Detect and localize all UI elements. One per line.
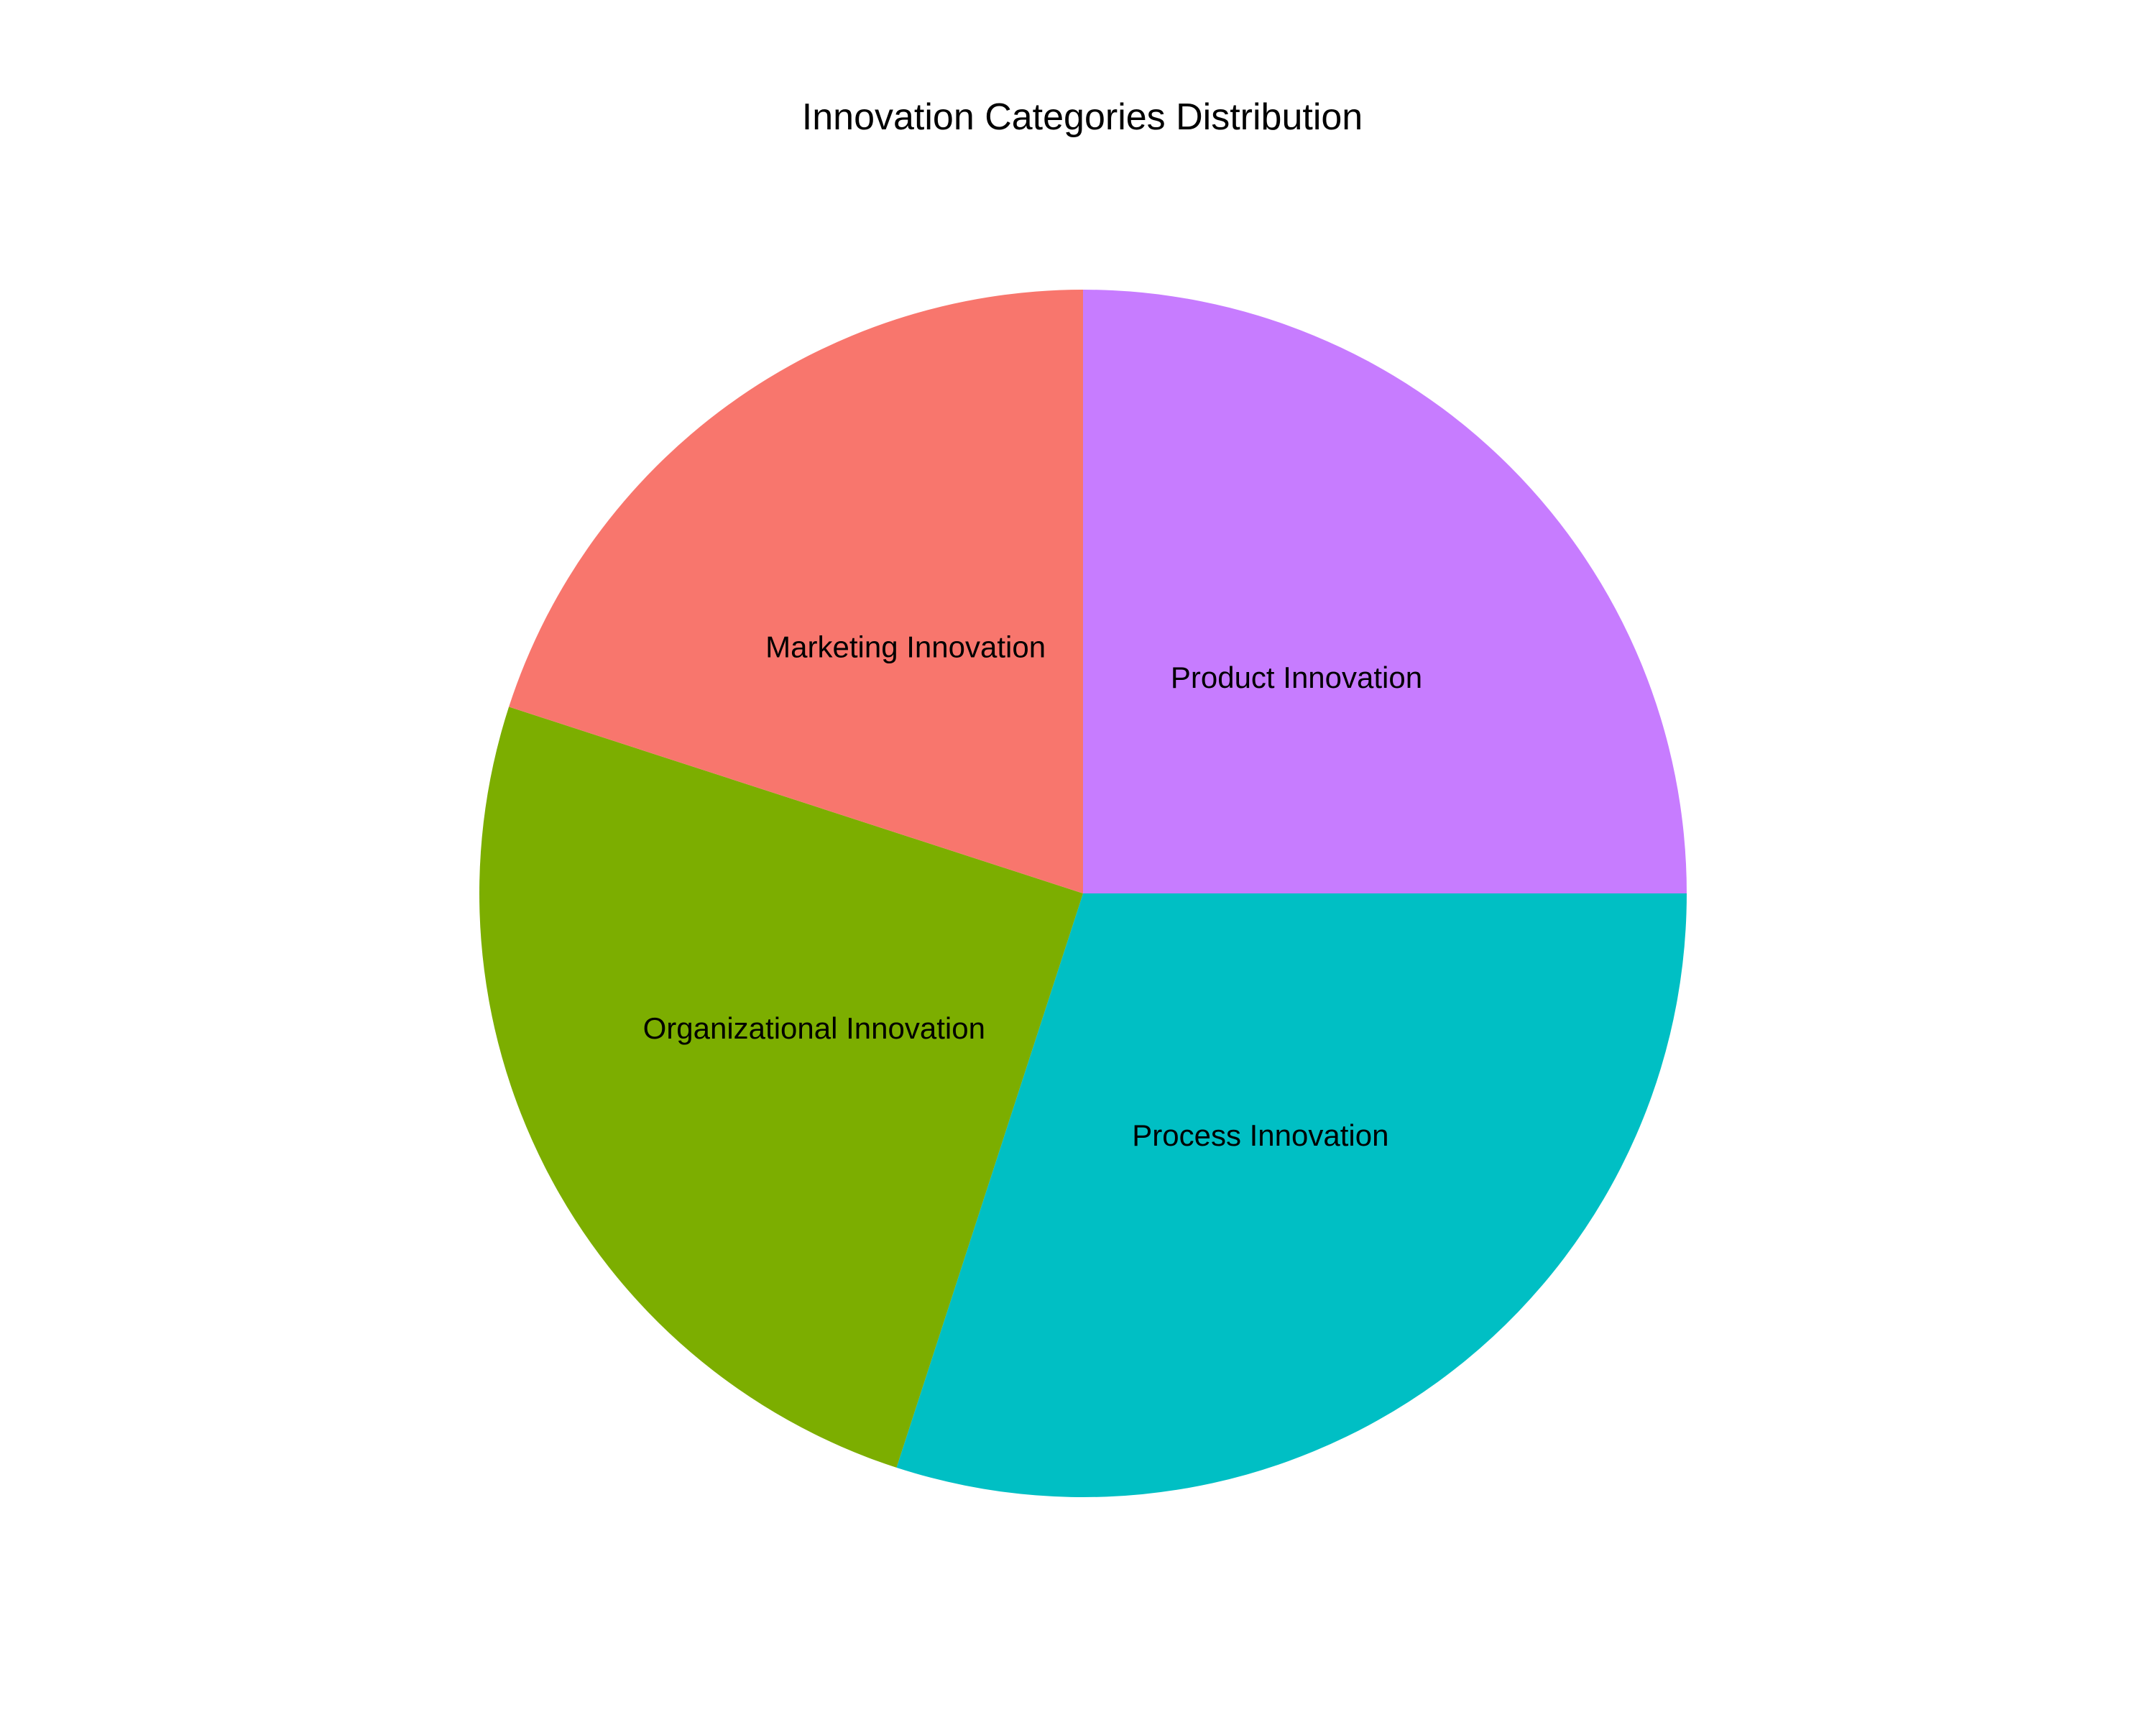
pie-slice-marketing-innovation: [509, 290, 1083, 893]
pie-slices: [479, 290, 1687, 1497]
chart-title: Innovation Categories Distribution: [802, 96, 1363, 138]
pie-slice-organizational-innovation: [479, 707, 1083, 1468]
slice-label-marketing-innovation: Marketing Innovation: [765, 630, 1046, 663]
slice-label-organizational-innovation: Organizational Innovation: [643, 1011, 985, 1045]
pie-slice-process-innovation: [896, 893, 1687, 1497]
pie-slice-product-innovation: [1083, 290, 1687, 893]
slice-label-product-innovation: Product Innovation: [1171, 661, 1422, 694]
slice-label-process-innovation: Process Innovation: [1132, 1118, 1388, 1152]
